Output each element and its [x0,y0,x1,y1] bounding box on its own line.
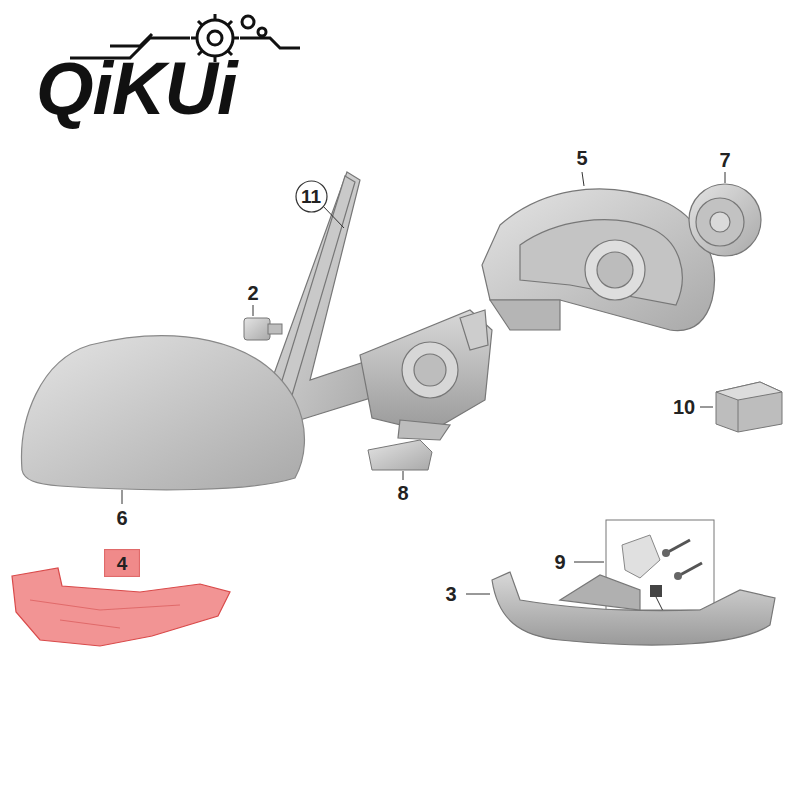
callout-number: 3 [445,584,456,604]
callout-number: 9 [554,552,565,572]
clip-part [244,318,282,340]
leader-line [322,205,344,228]
screw-set [606,520,714,625]
brand-logo: QiKUi [36,52,237,126]
small-box [716,382,782,432]
mirror-base [266,172,492,440]
shape-outline [296,181,327,212]
callout-box: 4 [104,549,140,577]
turn-signal-strip [12,568,230,646]
mirror-housing [482,189,714,331]
small-cover [368,440,432,470]
leader-line [403,471,404,480]
callout-number: 2 [247,283,258,303]
leader-line [122,490,123,504]
callout-number: 6 [116,508,127,528]
leader-line [700,407,713,408]
shape-outline [105,550,140,577]
leader-line [253,305,254,316]
mirror-motor [689,184,761,256]
callout-circle: 11 [295,180,328,213]
leader-line [466,594,490,595]
leader-line [574,562,604,563]
callout-number: 8 [397,483,408,503]
lower-trim [492,572,775,645]
callout-number: 5 [576,148,587,168]
callout-number: 11 [301,187,321,206]
mirror-cap [22,336,305,490]
leader-line [582,172,584,186]
callout-number: 4 [117,554,128,573]
callout-number: 7 [719,150,730,170]
callout-number: 10 [673,397,695,417]
leader-line [725,172,726,183]
